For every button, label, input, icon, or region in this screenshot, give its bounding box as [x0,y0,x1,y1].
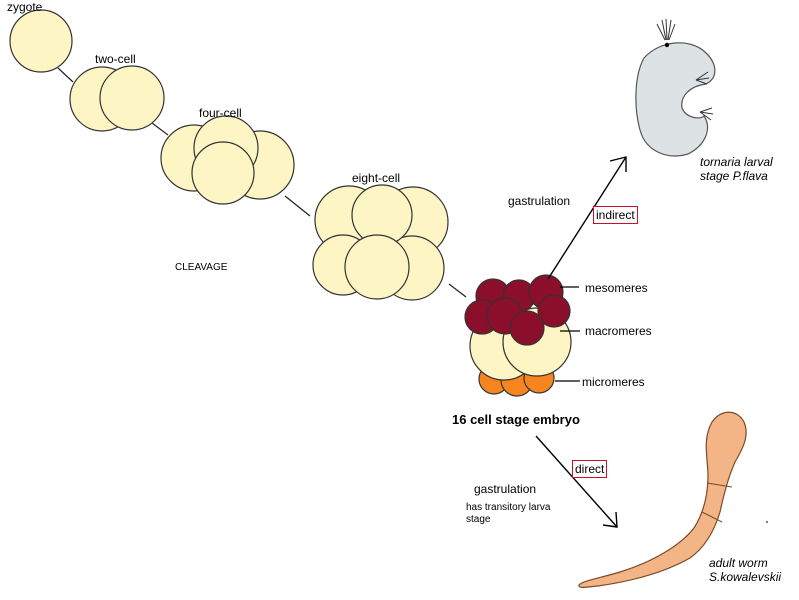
eight-cell-label: eight-cell [352,171,401,185]
indirect-arrow [547,156,627,280]
adult-worm-label-line1: adult worm [709,556,768,570]
four-cell-label: four-cell [199,106,242,120]
four-cell-embryo [160,115,295,205]
zygote-cell [9,9,73,73]
sixteen-cell-label: 16 cell stage embryo [452,412,580,427]
adult-worm-label-line2: S.kowalevskii [709,570,782,584]
indirect-badge: indirect [593,206,638,224]
indirect-gastrulation-label: gastrulation [508,194,571,208]
direct-arrow [535,435,618,528]
zygote-label: zygote [7,0,43,14]
direct-gastrulation-label: gastrulation [474,482,537,496]
tornaria-larva [635,18,716,157]
two-cell-embryo [69,65,165,132]
adult-worm [578,411,747,588]
mesomeres-cells [464,274,571,346]
macromeres-label: macromeres [585,324,652,338]
layer-pointers [555,286,580,382]
mesomeres-label: mesomeres [585,281,648,295]
tornaria-label-line1: tornaria larval [700,155,773,169]
two-cell-label: two-cell [95,52,136,66]
micromeres-label: micromeres [582,375,645,389]
connector-four-cell-eight-cell [284,195,311,217]
direct-badge: direct [572,460,608,478]
connector-eight-cell-16-cell [448,283,467,298]
cleavage-label: CLEAVAGE [175,262,228,273]
transitory-larva-note-line1: has transitory larva [466,502,551,513]
larva-apical-tuft [656,18,676,41]
larva-ciliary-tufts [695,71,714,121]
worm-segment-lines [701,482,733,523]
stray-dot [766,521,768,523]
eight-cell-embryo [312,184,449,301]
tornaria-label-line2: stage P.flava [700,169,768,183]
sixteen-cell-embryo [464,274,572,397]
transitory-larva-note-line2: stage [466,514,491,525]
connector-zygote-two-cell [57,67,74,83]
